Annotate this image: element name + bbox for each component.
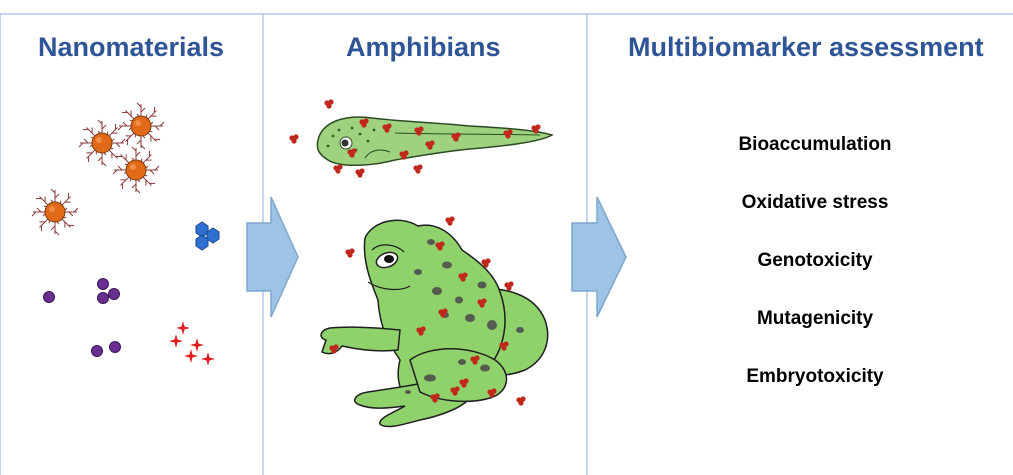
purple-nanoparticle-icon: [44, 279, 121, 357]
right-arrow-icon: [572, 197, 626, 317]
nanomaterials-title: Nanomaterials: [38, 32, 224, 63]
coated-nanoparticle-icon: [32, 103, 164, 235]
biomarker-item: Oxidative stress: [700, 190, 930, 248]
tadpole-icon: [317, 117, 552, 165]
biomarker-item: Bioaccumulation: [700, 132, 930, 190]
biomarker-list: Bioaccumulation Oxidative stress Genotox…: [700, 132, 930, 422]
biomarker-item: Embryotoxicity: [700, 364, 930, 422]
amphibians-title: Amphibians: [346, 32, 501, 63]
multibiomarker-title: Multibiomarker assessment: [628, 32, 984, 63]
biomarker-item: Mutagenicity: [700, 306, 930, 364]
hexagon-nanoparticle-icon: [196, 222, 219, 250]
biomarker-item: Genotoxicity: [700, 248, 930, 306]
right-arrow-icon: [247, 197, 298, 317]
sparkle-nanoparticle-icon: [169, 321, 215, 366]
